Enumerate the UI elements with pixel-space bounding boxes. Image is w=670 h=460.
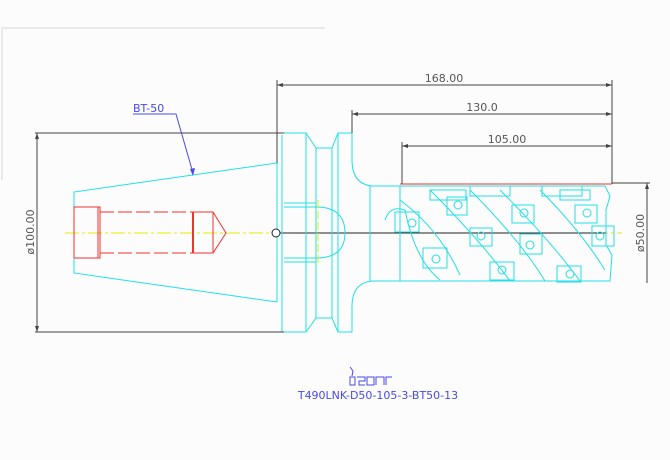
sheet-frame [1, 27, 325, 180]
retention-bore [73, 206, 227, 259]
holder-leader [133, 113, 194, 174]
iscar-logo [349, 366, 392, 386]
cutting-inserts [394, 185, 615, 283]
leader-arrow [190, 168, 195, 176]
dimension-lines [35, 80, 650, 333]
part-number: T490LNK-D50-105-3-BT50-13 [297, 389, 458, 402]
gauge-point [271, 228, 281, 238]
cutter-body [384, 185, 613, 282]
dim-cutter-diameter: ø50.00 [634, 214, 647, 252]
dim-overall-length: 168.00 [425, 72, 464, 85]
dim-flange-diameter: ø100.00 [24, 209, 37, 254]
dim-gauge-to-tip: 130.0 [466, 101, 498, 114]
dim-cutting-length: 105.00 [488, 133, 527, 146]
holder-label: BT-50 [133, 102, 164, 115]
dimension-arrows [35, 83, 649, 332]
